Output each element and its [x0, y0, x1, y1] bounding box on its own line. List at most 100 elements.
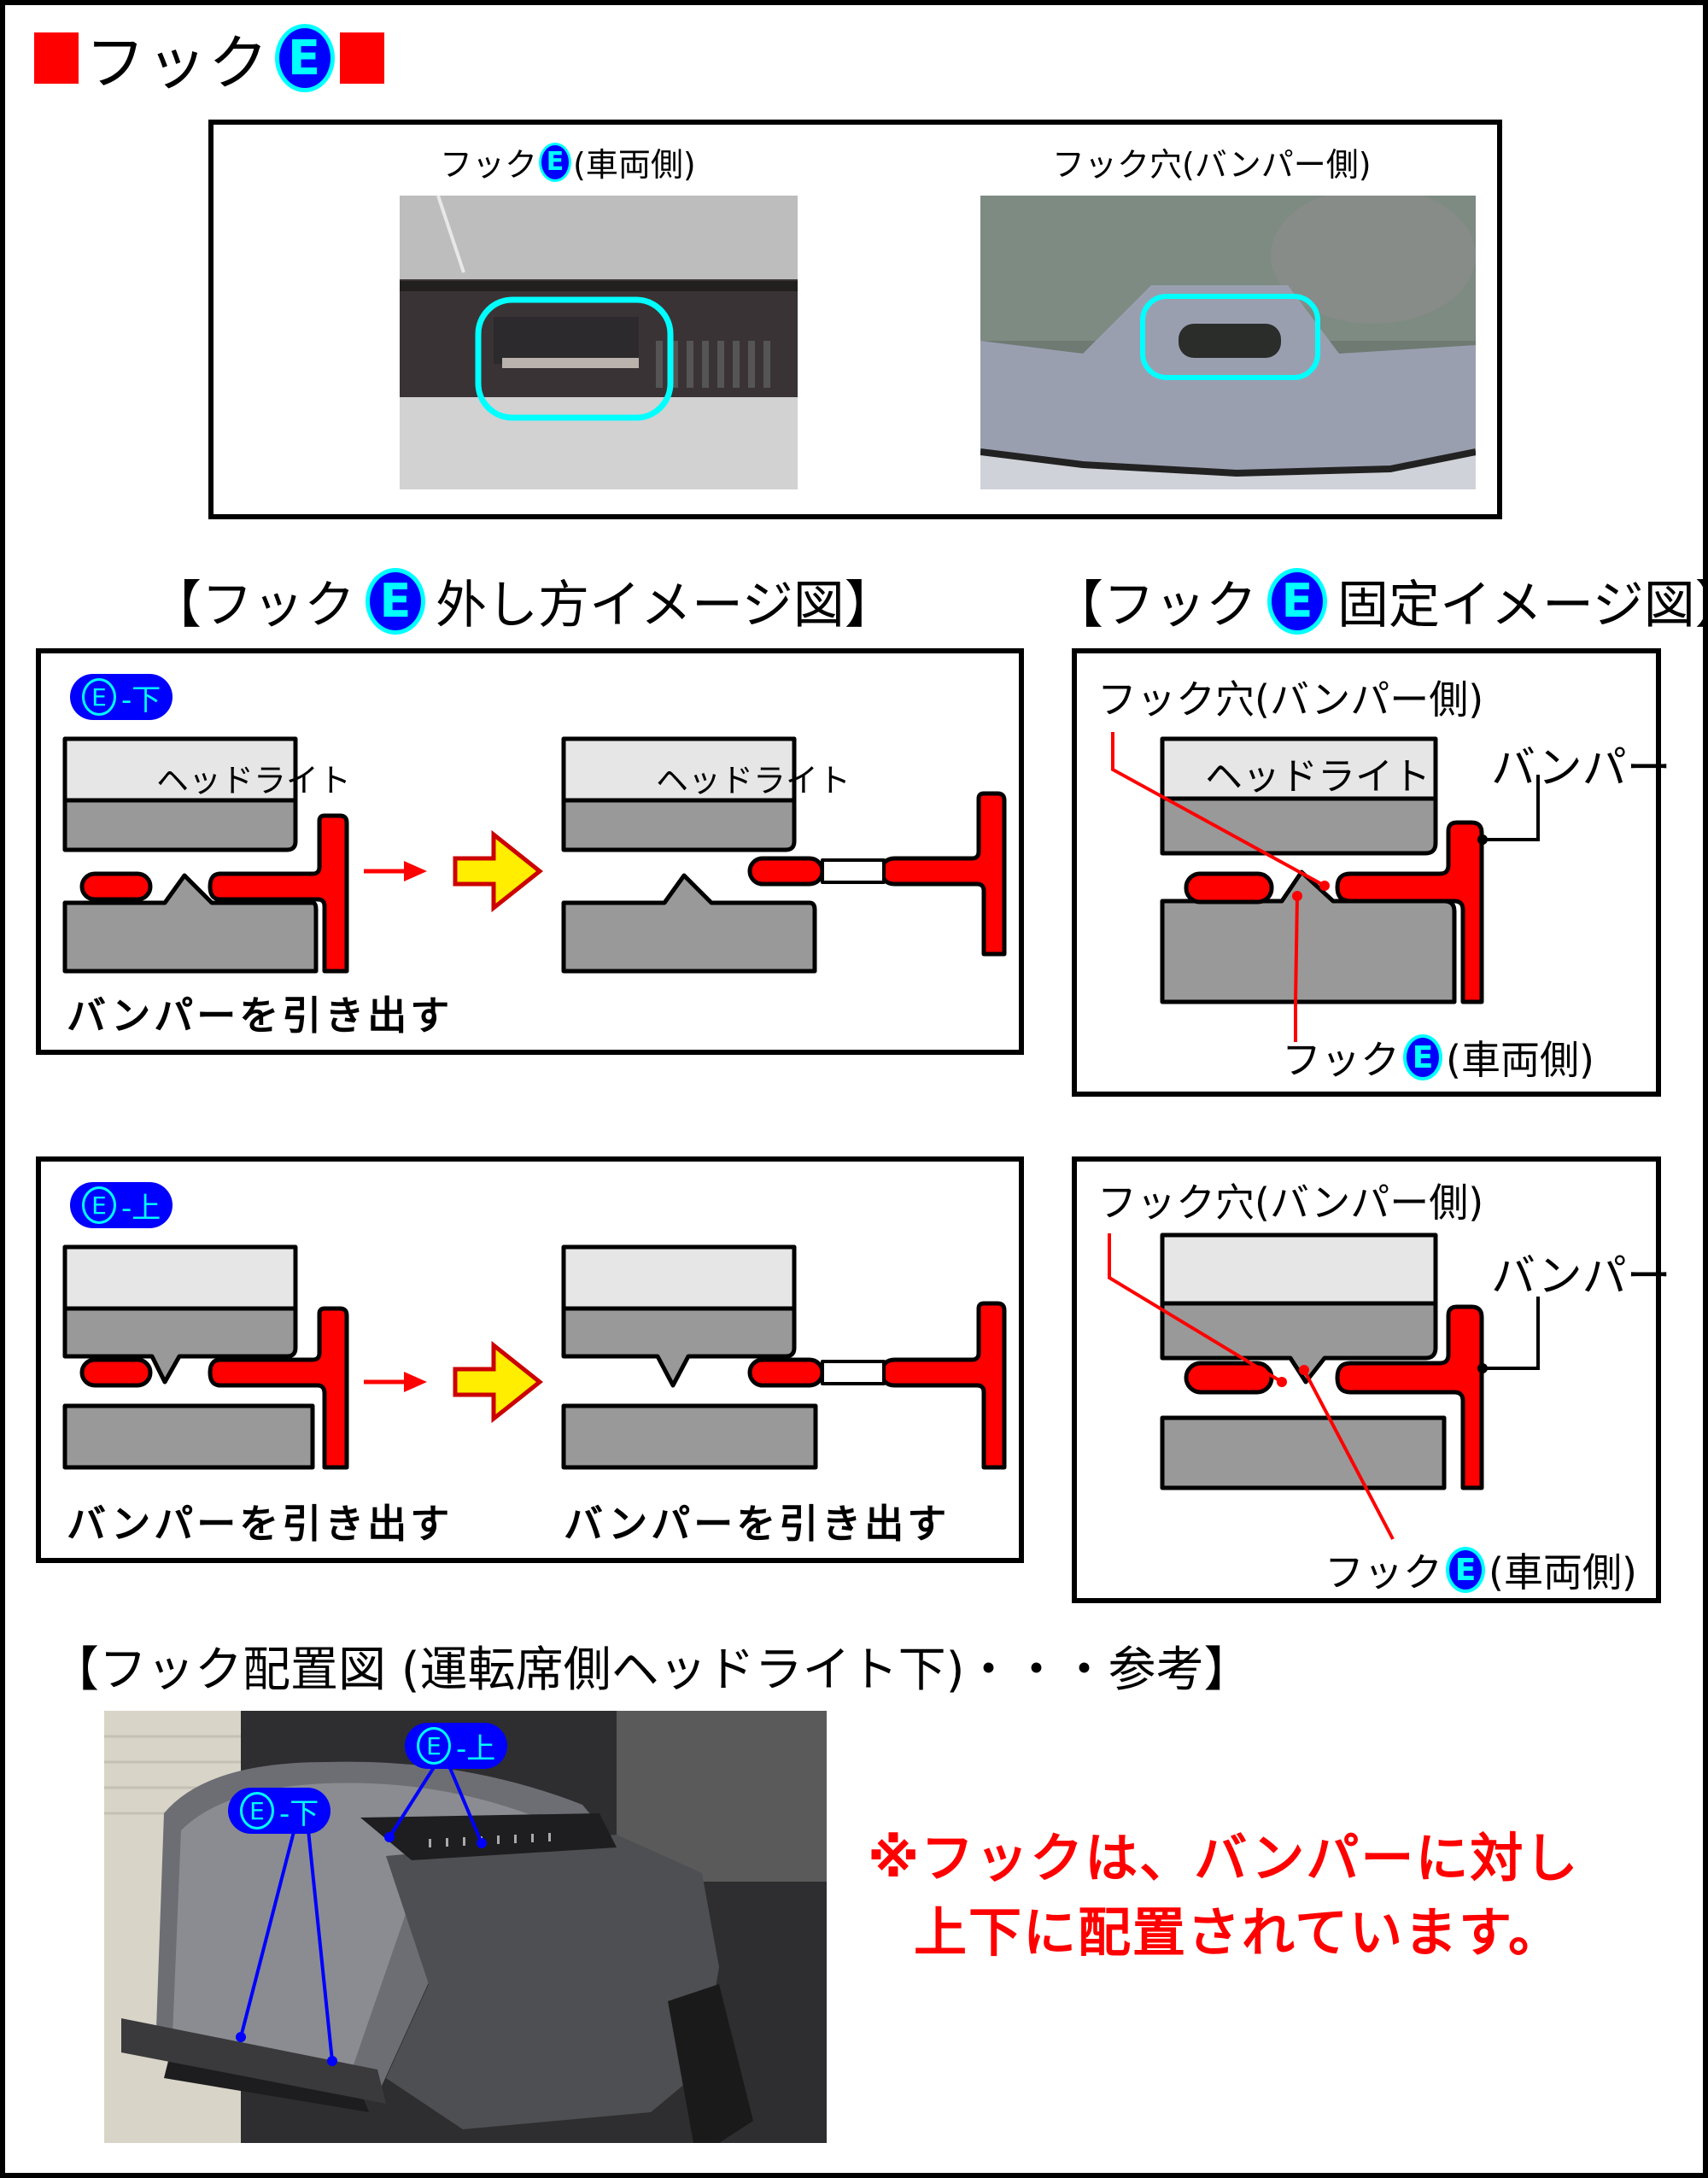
label-suffix: (車両側) [1446, 1037, 1594, 1083]
headlight-lower-body [1160, 796, 1438, 856]
pull-out-bumper-caption: バンパーを引き出す [67, 1501, 453, 1547]
vehicle-lower-part [62, 1403, 315, 1470]
hook-e-badge: E [275, 24, 335, 92]
heading-text: 【フック [150, 576, 355, 635]
removal-panel-upper: E -上 バンパーを引き出す バンパーを引き出す [36, 1156, 1024, 1563]
hook-e-upper-tag: E -上 [405, 1723, 508, 1769]
hook-e-badge: E [366, 567, 425, 635]
headlight-label: ヘッドライト [656, 762, 851, 799]
label-text: フック [1325, 1549, 1442, 1595]
hook-e-badge: E [82, 1186, 116, 1224]
vehicle-lower-part [561, 1403, 818, 1470]
headlight-photo-illustration [104, 1711, 827, 2143]
label-text: フック [440, 146, 538, 184]
removal-lower-diagram [62, 736, 1007, 974]
headlight-block [1160, 1232, 1438, 1306]
label-suffix: (車両側) [1489, 1549, 1637, 1595]
removal-panel-lower: E -下 ヘッドライト ヘッド [36, 648, 1024, 1055]
hook-leader-line [1294, 895, 1299, 1003]
heading-text: 外し方イメージ図】 [436, 576, 896, 635]
page-title: フック E [34, 24, 384, 98]
hook-e-badge: E [1403, 1034, 1442, 1080]
title-text: フック [85, 27, 270, 98]
tag-suffix: -下 [121, 682, 161, 717]
hook-vehicle-side-label: フック E (車両側) [440, 138, 696, 185]
heading-fixing-diagram: 【フック E 固定イメージ図】 [1052, 564, 1708, 638]
red-square-icon [34, 32, 79, 84]
bumper-leader-line [1483, 1297, 1540, 1370]
headlight-part-with-hook [561, 1306, 797, 1388]
bumper-profile [1335, 1304, 1484, 1490]
hook-photo-illustration [400, 196, 798, 489]
hook-hole-closeup-photo [980, 196, 1476, 489]
fixing-upper-diagram [1108, 1232, 1540, 1540]
label-text: フック穴(バンパー側) [1052, 146, 1372, 184]
hook-leader-line [1302, 1369, 1395, 1540]
pull-out-bumper-caption: バンパーを引き出す [67, 992, 453, 1039]
fixing-panel-upper: フック穴(バンパー側) バンパー フック E (車両側) [1072, 1156, 1671, 1603]
hook-hole-label: フック穴(バンパー側) [1097, 676, 1484, 723]
hook-e-lower-tag: E -下 [228, 1788, 331, 1834]
bumper-tab [79, 1357, 153, 1388]
vehicle-lower-part [1160, 1415, 1447, 1490]
headlight-block [561, 736, 797, 803]
hook-e-badge: E [240, 1792, 274, 1830]
hook-e-upper-tag: E -上 [70, 1182, 173, 1228]
pull-out-bumper-caption: バンパーを引き出す [564, 1501, 951, 1547]
small-red-arrow-icon [364, 861, 427, 881]
hook-vehicle-side-label: フック E (車両側) [1282, 1029, 1594, 1086]
headlight-label: ヘッドライト [156, 762, 352, 799]
heading-text: 【フック [1052, 576, 1257, 635]
vehicle-part-with-hook [62, 873, 319, 974]
hook-upper-point [477, 1838, 487, 1848]
highlight-frame [1140, 294, 1320, 380]
hook-upper-point [384, 1832, 395, 1842]
hook-hole [821, 1360, 886, 1385]
hook-e-lower-tag: E -下 [70, 674, 173, 720]
bumper-profile [880, 1301, 1007, 1470]
headlight-label: ヘッドライト [1205, 755, 1430, 799]
tag-suffix: -下 [279, 1796, 319, 1831]
fixing-panel-lower: フック穴(バンパー側) バンパー ヘッドライト フック E (車両側) [1072, 648, 1671, 1097]
bumper-profile [208, 1306, 349, 1470]
removal-upper-diagram [62, 1244, 1007, 1470]
hook-lower-point [236, 2032, 246, 2042]
hook-hole [821, 858, 886, 884]
hook-hole-leader-line [1108, 1233, 1284, 1384]
fixing-lower-diagram [1111, 732, 1540, 1042]
red-square-icon [340, 32, 384, 84]
headlight-lower-body [62, 798, 298, 852]
bumper-profile [208, 813, 349, 974]
hook-hole-label: フック穴(バンパー側) [1097, 1180, 1484, 1226]
tag-suffix: -上 [456, 1731, 496, 1766]
headlight-part-with-hook [1160, 1301, 1438, 1385]
heading-hook-layout: 【フック配置図 (運転席側ヘッドライト下)・・・参考】 [51, 1642, 1252, 1698]
tag-suffix: -上 [121, 1191, 161, 1226]
hook-vehicle-side-label: フック E (車両側) [1325, 1542, 1637, 1598]
bumper-tab [1184, 871, 1274, 905]
hook-e-badge: E [82, 678, 116, 716]
bumper-leader-line [1483, 775, 1540, 841]
bumper-tab [79, 871, 153, 902]
headlight-block [62, 1244, 298, 1311]
bumper-tab [747, 856, 825, 887]
highlight-frame [475, 296, 674, 421]
hook-hole-photo-illustration [980, 196, 1476, 489]
headlight-lower-body [561, 798, 797, 852]
hook-e-badge: E [1446, 1547, 1485, 1593]
vehicle-part-with-hook [561, 873, 817, 974]
label-suffix: (車両側) [573, 146, 696, 184]
hook-hole-leader-line [1111, 732, 1325, 887]
heading-text: 固定イメージ図】 [1337, 576, 1708, 635]
headlight-part-with-hook [62, 1306, 298, 1385]
hook-e-badge: E [417, 1727, 451, 1765]
bumper-profile [880, 791, 1007, 957]
hook-pointer-lines [239, 1760, 483, 2062]
yellow-arrow-icon [453, 829, 544, 913]
headlight-block [1160, 736, 1438, 801]
headlight-hook-layout-photo: E -上 E -下 [104, 1711, 827, 2143]
note-line-1: ※フックは、バンパーに対し [868, 1827, 1580, 1889]
heading-removal-diagram: 【フック E 外し方イメージ図】 [150, 564, 896, 638]
note-line-2: 上下に配置されています。 [914, 1901, 1563, 1964]
